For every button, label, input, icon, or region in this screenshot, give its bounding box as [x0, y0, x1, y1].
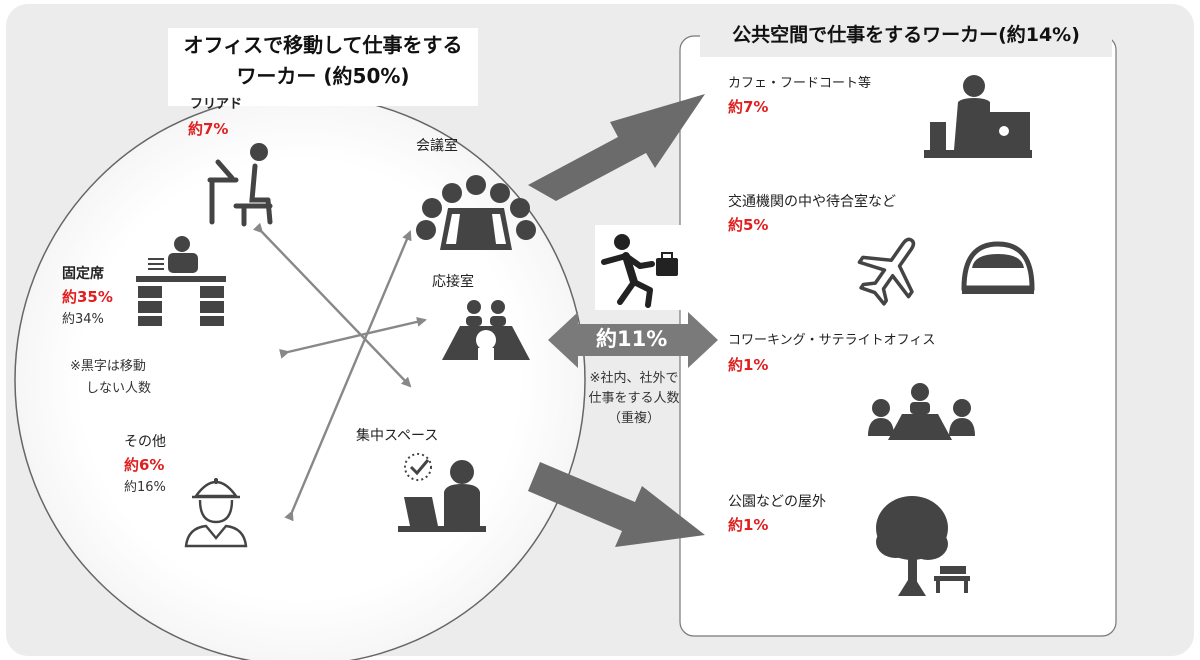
reception-room-icon — [442, 300, 530, 362]
arrow-to-public-bottom — [528, 462, 705, 547]
meeting-room-icon — [416, 175, 536, 250]
thin-arrow-3 — [279, 316, 427, 359]
bidirectional-arrow — [548, 312, 718, 368]
free-address-pct: 約7% — [188, 120, 229, 138]
worker-helmet-icon — [184, 478, 248, 548]
park-label: 公園などの屋外 — [728, 494, 826, 510]
office-title-line1: オフィスで移動して仕事をする — [183, 33, 463, 57]
fixed-seat-sub: 約34% — [62, 312, 104, 327]
running-person-icon — [595, 225, 690, 310]
coworking-icon — [850, 372, 992, 450]
focus-space-label: 集中スペース — [356, 428, 439, 444]
train-icon — [955, 226, 1040, 310]
focus-space-icon — [398, 453, 486, 532]
other-pct: 約6% — [124, 456, 165, 474]
middle-pct: 約11% — [596, 327, 668, 351]
office-circle — [14, 94, 586, 660]
office-title-line2: ワーカー (約50%) — [236, 64, 410, 88]
free-address-label: フリアド — [190, 97, 243, 112]
office-note-line2: しない人数 — [86, 381, 152, 396]
reception-room-label: 応接室 — [432, 274, 474, 290]
office-title-box: オフィスで移動して仕事をする ワーカー (約50%) — [168, 28, 478, 106]
meeting-room-label: 会議室 — [416, 138, 458, 154]
other-sub: 約16% — [124, 480, 166, 495]
cafe-laptop-icon — [922, 64, 1032, 162]
arrow-to-public-top — [528, 94, 705, 201]
coworking-label: コワーキング・サテライトオフィス — [728, 333, 936, 348]
middle-note-line1: ※社内、社外で — [589, 371, 679, 386]
fixed-seat-pct: 約35% — [62, 288, 113, 306]
middle-note-line2: 仕事をする人数 — [588, 391, 680, 406]
fixed-seat-icon — [136, 236, 226, 326]
coworking-pct: 約1% — [728, 356, 769, 374]
public-title: 公共空間で仕事をするワーカー(約14%) — [700, 22, 1112, 57]
transport-pct: 約5% — [728, 216, 769, 234]
office-note-line1: ※黒字は移動 — [70, 359, 146, 374]
transport-label: 交通機関の中や待合室など — [728, 194, 896, 210]
thin-arrow-2 — [284, 230, 412, 522]
middle-note-line3: （重複） — [607, 411, 660, 426]
cafe-label: カフェ・フードコート等 — [728, 76, 872, 91]
cafe-pct: 約7% — [728, 98, 769, 116]
park-pct: 約1% — [728, 516, 769, 534]
fixed-seat-label: 固定席 — [62, 266, 104, 282]
other-label: その他 — [124, 434, 166, 450]
free-address-icon — [207, 143, 273, 227]
tree-bench-icon — [870, 488, 972, 600]
airplane-icon — [848, 226, 936, 310]
